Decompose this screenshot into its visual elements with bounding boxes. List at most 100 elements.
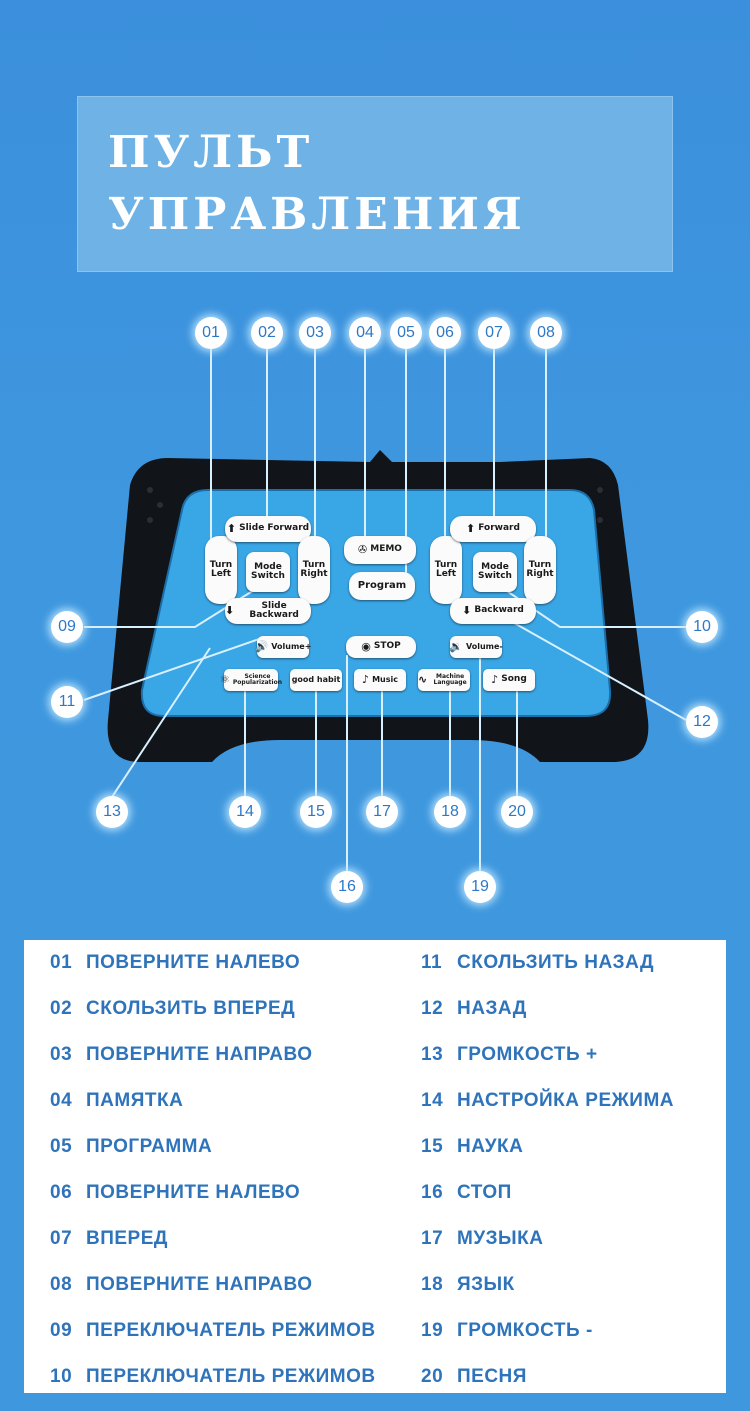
science-button[interactable]: ⚛Science Popularization	[220, 669, 282, 691]
legend-label: НАУКА	[457, 1136, 524, 1157]
legend-panel: 01 ПОВЕРНИТЕ НАЛЕВО 02 СКОЛЬЗИТЬ ВПЕРЕД 03…	[24, 940, 726, 1393]
legend-number: 13	[421, 1044, 444, 1065]
legend-label: МУЗЫКА	[457, 1228, 544, 1249]
callout-15: 15	[300, 796, 332, 828]
program-button[interactable]: Program	[349, 572, 415, 600]
turn-left-label-1: Turn Left	[209, 559, 233, 579]
slide-forward-label: Slide Forward	[239, 523, 310, 534]
callout-05: 05	[390, 317, 422, 349]
callout-07: 07	[478, 317, 510, 349]
legend-number: 05	[50, 1136, 73, 1157]
turn-left-button-2[interactable]: Turn Left	[430, 536, 462, 604]
mode-switch-button-2[interactable]: Mode Switch	[473, 552, 517, 592]
legend-label: ПЕСНЯ	[457, 1366, 527, 1387]
volume-plus-button[interactable]: 🔊Volume+	[254, 636, 311, 658]
legend-item: 13 ГРОМКОСТЬ +	[421, 1044, 598, 1066]
legend-item: 09 ПЕРЕКЛЮЧАТЕЛЬ РЕЖИМОВ	[50, 1320, 376, 1342]
legend-number: 08	[50, 1274, 73, 1295]
program-label: Program	[357, 579, 407, 591]
volume-minus-button[interactable]: 🔉Volume-	[449, 636, 503, 658]
callout-09: 09	[51, 611, 83, 643]
callout-02: 02	[251, 317, 283, 349]
backward-label: Backward	[474, 605, 524, 616]
machine-language-button[interactable]: ∿Machine Language	[418, 669, 470, 691]
legend-item: 12 НАЗАД	[421, 998, 527, 1020]
forward-button[interactable]: ⬆Forward	[450, 516, 536, 542]
stop-icon: ◉	[361, 640, 371, 654]
turn-right-button-1[interactable]: Turn Right	[298, 536, 330, 604]
callout-03: 03	[299, 317, 331, 349]
slide-backward-label: Slide Backward	[249, 600, 299, 620]
legend-label: ПЕРЕКЛЮЧАТЕЛЬ РЕЖИМОВ	[86, 1366, 376, 1387]
memo-icon: ✇	[358, 543, 368, 557]
mode-switch-label-1: Mode Switch	[251, 561, 285, 581]
legend-item: 08 ПОВЕРНИТЕ НАПРАВО	[50, 1274, 313, 1296]
legend-number: 09	[50, 1320, 73, 1341]
legend-number: 10	[50, 1366, 73, 1387]
legend-label: СКОЛЬЗИТЬ НАЗАД	[457, 952, 655, 973]
song-button[interactable]: ♪Song	[483, 669, 535, 691]
arrow-down-icon: ⬇	[225, 604, 235, 618]
callout-18: 18	[434, 796, 466, 828]
legend-label: ПОВЕРНИТЕ НАПРАВО	[86, 1274, 313, 1295]
callout-10: 10	[686, 611, 718, 643]
stop-button[interactable]: ◉STOP	[346, 636, 416, 658]
legend-number: 20	[421, 1366, 444, 1387]
callout-08: 08	[530, 317, 562, 349]
legend-label: НАЗАД	[457, 998, 527, 1019]
turn-right-label-1: Turn Right	[300, 559, 328, 579]
good-habit-label: good habit	[291, 674, 341, 684]
machine-language-label: Machine Language	[433, 672, 467, 686]
legend-label: ПЕРЕКЛЮЧАТЕЛЬ РЕЖИМОВ	[86, 1320, 376, 1341]
legend-number: 01	[50, 952, 73, 973]
mode-switch-label-2: Mode Switch	[478, 561, 512, 581]
arrow-down-icon: ⬇	[462, 604, 472, 618]
slide-forward-button[interactable]: ⬆Slide Forward	[225, 516, 311, 542]
legend-label: ПОВЕРНИТЕ НАЛЕВО	[86, 952, 301, 973]
speaker-low-icon: 🔉	[449, 640, 463, 654]
legend-item: 01 ПОВЕРНИТЕ НАЛЕВО	[50, 952, 300, 974]
memo-button[interactable]: ✇MEMO	[344, 536, 416, 564]
legend-label: ГРОМКОСТЬ +	[457, 1044, 598, 1065]
legend-number: 18	[421, 1274, 444, 1295]
legend-number: 15	[421, 1136, 444, 1157]
legend-item: 20 ПЕСНЯ	[421, 1366, 527, 1388]
speaker-icon: 🔊	[254, 640, 269, 654]
backward-button[interactable]: ⬇Backward	[450, 598, 536, 624]
good-habit-button[interactable]: good habit	[290, 669, 342, 691]
atom-icon: ⚛	[220, 673, 230, 687]
mode-switch-button-1[interactable]: Mode Switch	[246, 552, 290, 592]
memo-label: MEMO	[370, 544, 402, 555]
callout-19: 19	[464, 871, 496, 903]
turn-right-button-2[interactable]: Turn Right	[524, 536, 556, 604]
legend-number: 02	[50, 998, 73, 1019]
legend-number: 03	[50, 1044, 73, 1065]
note-icon: ♪	[491, 673, 499, 687]
legend-number: 16	[421, 1182, 444, 1203]
legend-number: 06	[50, 1182, 73, 1203]
slide-backward-button[interactable]: ⬇ Slide Backward	[225, 598, 311, 624]
legend-label: ГРОМКОСТЬ -	[457, 1320, 593, 1341]
turn-left-button-1[interactable]: Turn Left	[205, 536, 237, 604]
legend-item: 02 СКОЛЬЗИТЬ ВПЕРЕД	[50, 998, 295, 1020]
music-button[interactable]: ♪Music	[354, 669, 406, 691]
legend-number: 07	[50, 1228, 73, 1249]
callout-16: 16	[331, 871, 363, 903]
arrow-up-icon: ⬆	[466, 522, 476, 536]
legend-label: СКОЛЬЗИТЬ ВПЕРЕД	[86, 998, 296, 1019]
guitar-icon: ♪	[362, 673, 370, 687]
callout-01: 01	[195, 317, 227, 349]
callout-14: 14	[229, 796, 261, 828]
legend-number: 12	[421, 998, 444, 1019]
